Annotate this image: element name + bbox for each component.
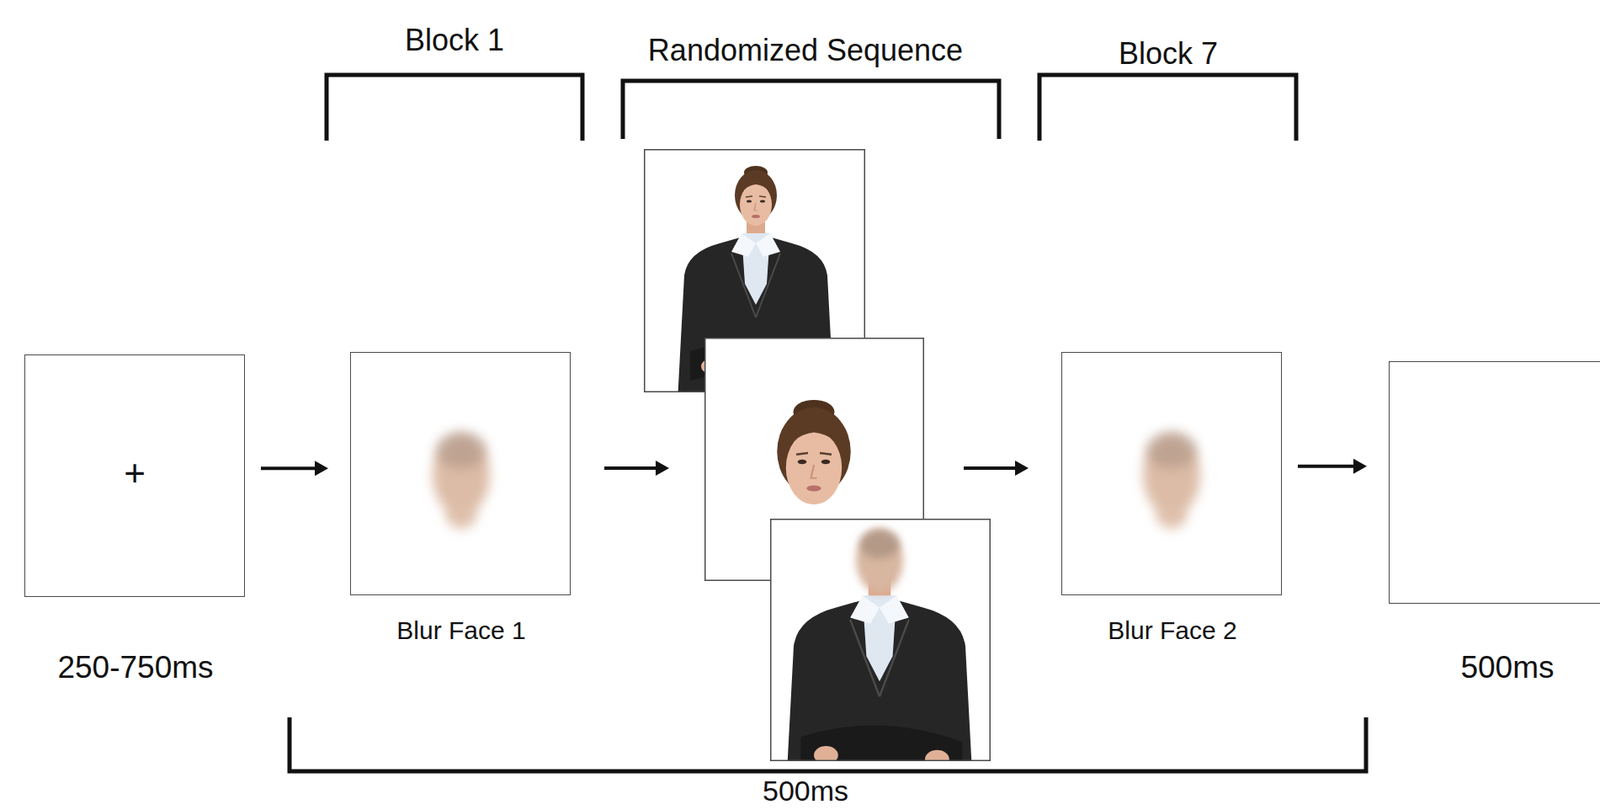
duration-label: 500ms [757,775,854,807]
illustration-part [785,574,973,798]
illustration-part [859,529,900,559]
block-bracket [326,74,583,141]
illustration-part [770,519,991,761]
illustration-part [655,460,670,476]
frame-caption: Blur Face 1 [396,616,526,646]
flow-arrow [604,460,670,476]
sequence-label: Randomized Sequence [648,33,963,68]
block-label: Block 1 [404,23,505,58]
block-bracket [1039,74,1297,141]
illustration-part [1146,431,1197,469]
blank-frame: 500ms [1388,361,1600,604]
flow-arrow [1297,458,1367,474]
block-label: Block 7 [1118,37,1218,71]
fixation-cross: + [123,451,146,495]
blur-face-frame: Blur Face 2 [1061,351,1282,596]
duration-bracket [289,717,1367,771]
blur-face [1142,431,1201,529]
illustration-part [963,466,1021,470]
illustration-part [785,574,973,798]
arrow-line [1297,464,1359,468]
fixation-frame: +250-750ms [24,354,245,597]
illustration-part [1015,460,1029,476]
frame-caption: 500ms [1460,649,1554,686]
illustration-part [734,165,777,226]
blur-face [432,431,490,529]
block-bracket [622,80,1000,139]
illustration-part [604,466,661,470]
flow-arrow [260,460,329,476]
arrow-head [1353,458,1367,474]
illustration-part [435,431,487,469]
frame-caption: 250-750ms [57,649,213,686]
illustration-part [776,399,851,505]
blur-face-frame: Blur Face 1 [350,351,571,596]
flow-arrow [963,460,1029,476]
illustration-part [855,528,904,593]
arrow-line [260,466,320,470]
arrow-head [314,460,329,476]
body-blur-image [770,518,991,798]
frame-caption: Blur Face 2 [1107,616,1237,646]
illustration-part [776,399,851,505]
